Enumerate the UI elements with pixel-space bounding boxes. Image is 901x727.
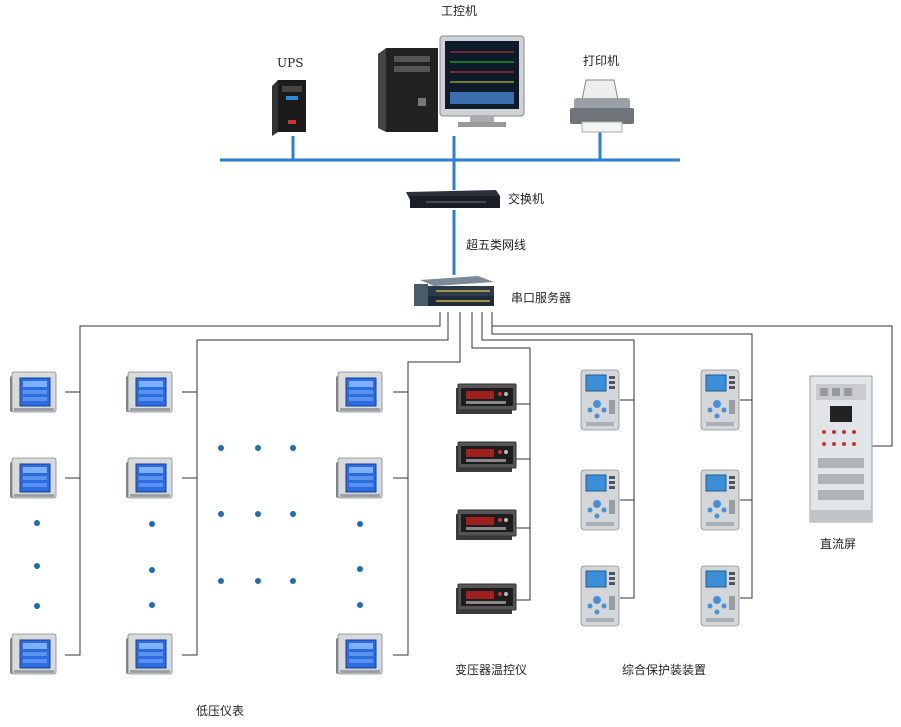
monitor	[439, 35, 525, 127]
pc-tower	[378, 48, 438, 132]
serial-server-icon	[414, 276, 494, 306]
temp-controller-device	[455, 583, 517, 615]
protection-relay-device	[580, 565, 620, 627]
low-voltage-meters-label: 低压仪表	[196, 704, 245, 718]
protection-devices	[580, 369, 740, 627]
wire-meter-col3	[393, 312, 461, 656]
cable-label: 超五类网线	[466, 238, 527, 252]
workstation-icon	[378, 35, 525, 132]
temp-controller-device	[455, 383, 517, 415]
dc-panel-label: 直流屏	[820, 537, 857, 551]
protection-device-label: 综合保护装装置	[622, 663, 707, 677]
dc-panel-icon	[809, 375, 873, 523]
meter-device	[125, 633, 173, 675]
serial-server-label: 串口服务器	[511, 291, 572, 305]
wire-temp-controllers	[471, 312, 531, 601]
printer-label: 打印机	[583, 54, 620, 68]
meter-device	[9, 457, 57, 499]
temp-controller-device	[455, 441, 517, 473]
switch-label: 交换机	[508, 192, 545, 206]
wire-protection-col2	[491, 312, 753, 599]
ups-icon	[272, 80, 306, 136]
temp-controller-label: 变压器温控仪	[455, 663, 528, 677]
field-wiring	[65, 312, 893, 656]
ups-label: UPS	[277, 56, 304, 70]
wire-protection-col1	[481, 312, 635, 599]
low-voltage-meters	[9, 371, 383, 675]
workstation-label: 工控机	[441, 4, 478, 18]
meter-device	[335, 457, 383, 499]
wire-meter-col2	[182, 312, 449, 656]
wire-dc-panel	[491, 312, 893, 447]
meter-device	[125, 371, 173, 413]
meter-device	[9, 371, 57, 413]
network-lines	[220, 132, 680, 275]
transformer-temp-controllers	[455, 383, 517, 615]
protection-relay-device	[700, 369, 740, 431]
protection-relay-device	[580, 369, 620, 431]
protection-relay-device	[700, 469, 740, 531]
meter-device	[125, 457, 173, 499]
meter-device	[9, 633, 57, 675]
protection-relay-device	[580, 469, 620, 531]
wire-meter-col1	[65, 312, 441, 656]
printer-icon	[570, 79, 634, 133]
ellipsis-dots	[34, 445, 363, 609]
switch-icon	[406, 190, 500, 208]
meter-device	[335, 633, 383, 675]
meter-device	[335, 371, 383, 413]
protection-relay-device	[700, 565, 740, 627]
temp-controller-device	[455, 509, 517, 541]
